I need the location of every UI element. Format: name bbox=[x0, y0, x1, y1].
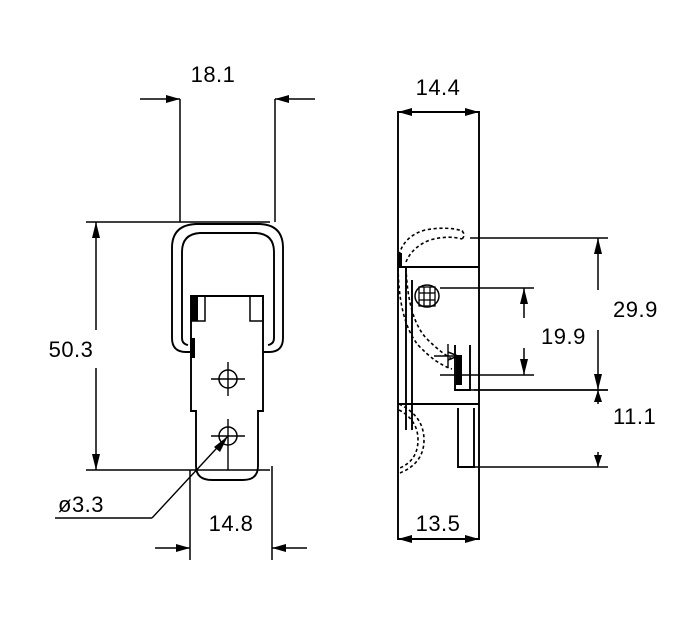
side-arrow-14-4-right bbox=[465, 108, 479, 116]
side-arrow-29-9-bot bbox=[594, 374, 602, 390]
side-arrow-14-4-left bbox=[398, 108, 412, 116]
front-arrow-50-bot bbox=[92, 454, 100, 470]
side-lower-loop-outer bbox=[398, 403, 425, 474]
dim-label-14-4: 14.4 bbox=[416, 75, 461, 100]
front-notch-right-outline bbox=[249, 295, 264, 322]
side-bail-upper-outer bbox=[398, 227, 464, 256]
dia-leader-slanted bbox=[151, 435, 229, 519]
front-notch-left bbox=[191, 296, 198, 321]
front-bail-leg-left-inner bbox=[181, 337, 189, 346]
side-bail-lower-outer bbox=[397, 261, 453, 370]
side-arrow-11-1-top bbox=[594, 390, 602, 402]
side-bail-upper-cap bbox=[461, 230, 465, 240]
side-bail-upper-tip-mark bbox=[398, 253, 402, 267]
dim-label-11-1: 11.1 bbox=[613, 404, 656, 429]
dim-label-19-9: 19.9 bbox=[541, 324, 586, 349]
front-arrow-50-top bbox=[92, 222, 100, 238]
front-bail-outer bbox=[171, 223, 284, 338]
dim-label-13-5: 13.5 bbox=[416, 511, 461, 536]
front-view: 18.1 50.3 14.8 ø3.3 bbox=[49, 62, 315, 560]
side-pivot-rivet-body bbox=[418, 286, 436, 307]
dim-label-14-8: 14.8 bbox=[209, 511, 254, 536]
front-body-plate bbox=[190, 295, 264, 481]
front-tab-left-lower bbox=[190, 338, 195, 358]
side-view: 14.4 13.5 19.9 29.9 11.1 bbox=[397, 75, 658, 543]
side-catch-arrowhead bbox=[447, 351, 461, 361]
front-notch-left-outline bbox=[190, 295, 206, 322]
front-bail-leg-right-inner bbox=[267, 337, 275, 346]
side-arrow-19-9-bot bbox=[520, 359, 528, 375]
side-arrow-29-9-top bbox=[594, 238, 602, 254]
dia-leader-arrow bbox=[214, 436, 228, 452]
front-bail-leg-right bbox=[263, 337, 284, 353]
front-arrow-18-right bbox=[275, 95, 289, 103]
dim-label-29-9: 29.9 bbox=[613, 297, 658, 322]
front-bail-inner bbox=[181, 232, 275, 338]
side-arrow-13-5-left bbox=[398, 535, 412, 543]
front-arrow-14-8-left bbox=[176, 544, 190, 552]
side-arrow-13-5-right bbox=[465, 535, 479, 543]
side-arrow-19-9-top bbox=[520, 288, 528, 304]
side-bail-lower-inner bbox=[405, 267, 455, 361]
front-arrow-18-left bbox=[166, 95, 180, 103]
dim-label-18-1: 18.1 bbox=[191, 62, 236, 87]
dim-label-dia-3-3: ø3.3 bbox=[58, 492, 104, 517]
side-pivot-rivet bbox=[414, 284, 440, 308]
front-bail-leg-left bbox=[171, 337, 192, 353]
front-arrow-14-8-right bbox=[272, 544, 286, 552]
dim-label-50-3: 50.3 bbox=[49, 337, 94, 362]
side-lower-loop-inner bbox=[398, 409, 419, 469]
side-arrow-11-1-bot bbox=[594, 455, 602, 467]
side-keeper-tab-solid bbox=[456, 355, 462, 385]
